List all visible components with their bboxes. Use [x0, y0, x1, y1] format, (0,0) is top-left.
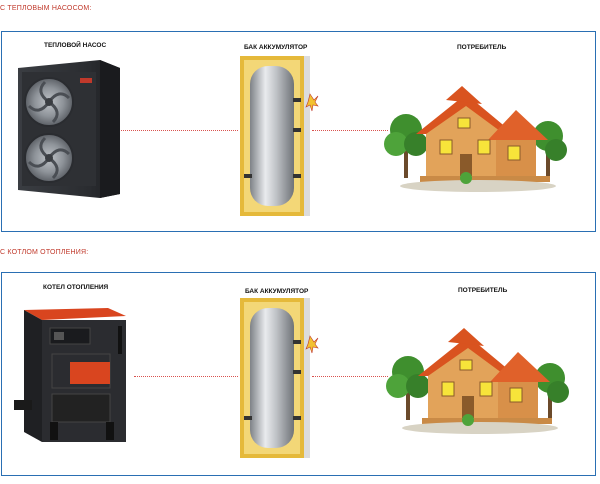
tree-icon	[386, 356, 430, 420]
label-consumer-2: ПОТРЕБИТЕЛЬ	[458, 287, 508, 294]
section-title-boiler: С КОТЛОМ ОТОПЛЕНИЯ:	[0, 249, 89, 256]
heating-element-icon	[305, 335, 319, 354]
label-heat-pump: ТЕПЛОВОЙ НАСОС	[44, 42, 107, 49]
house-illustration-1	[384, 86, 567, 192]
connector-tank-to-consumer-2	[312, 376, 388, 377]
storage-tank-illustration-2	[240, 298, 319, 458]
house-illustration-2	[386, 328, 569, 434]
heat-pump-illustration	[18, 60, 120, 198]
brand-logo-icon	[80, 78, 92, 83]
tree-icon	[384, 114, 428, 178]
heating-element-icon	[305, 93, 319, 112]
label-tank-2: БАК АККУМУЛЯТОР	[245, 288, 309, 295]
connector-tank-to-consumer-1	[312, 130, 388, 131]
boiler-illustration	[14, 308, 126, 442]
storage-tank-illustration-1	[240, 56, 319, 216]
section-title-heat-pump: С ТЕПЛОВЫМ НАСОСОМ:	[0, 5, 92, 12]
label-consumer-1: ПОТРЕБИТЕЛЬ	[457, 44, 507, 51]
label-boiler: КОТЕЛ ОТОПЛЕНИЯ	[43, 284, 109, 291]
connector-pump-to-tank	[121, 130, 238, 131]
label-tank-1: БАК АККУМУЛЯТОР	[244, 44, 308, 51]
connector-boiler-to-tank	[134, 376, 238, 377]
